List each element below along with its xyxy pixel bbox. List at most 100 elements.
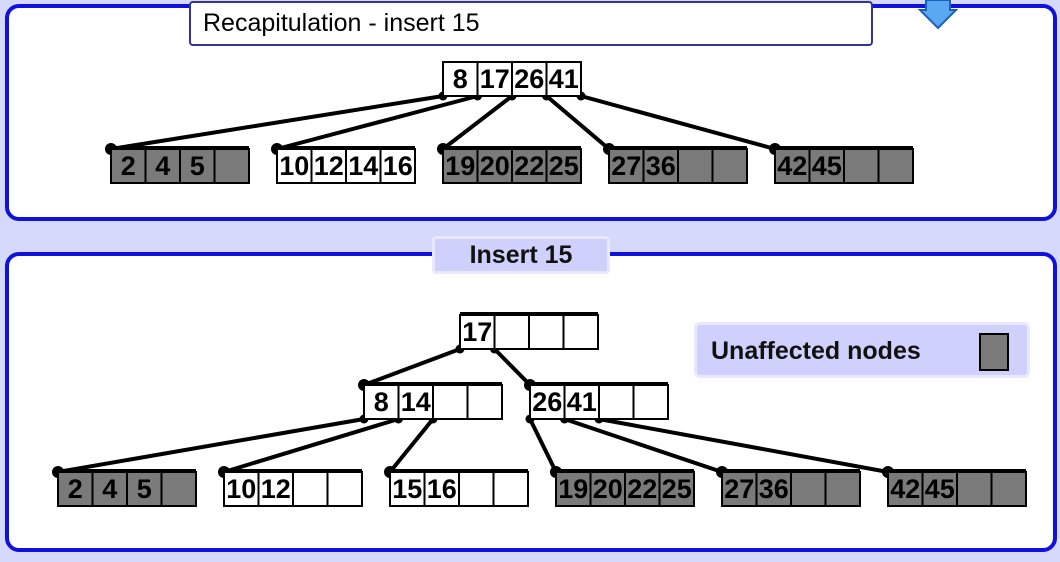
key-label: 19 — [445, 151, 475, 181]
edge — [388, 417, 435, 474]
edge — [363, 347, 461, 387]
key-cell — [57, 471, 94, 507]
key-label: 16 — [383, 151, 413, 181]
key-cell — [276, 148, 313, 184]
edge — [493, 347, 532, 387]
key-cell — [466, 384, 503, 420]
key-cell — [677, 148, 714, 184]
key-label: 10 — [226, 474, 256, 504]
key-label: 45 — [812, 151, 842, 181]
key-label: 10 — [279, 151, 309, 181]
edge — [580, 94, 776, 151]
key-cell — [345, 148, 382, 184]
key-cell — [126, 471, 163, 507]
key-cell — [223, 471, 260, 507]
key-cell — [774, 148, 811, 184]
key-cell — [144, 148, 181, 184]
key-cell — [887, 471, 924, 507]
edge — [110, 94, 444, 151]
key-cell — [91, 471, 128, 507]
key-cell — [511, 148, 548, 184]
key-cell — [563, 384, 600, 420]
key-cell — [711, 148, 748, 184]
key-cell — [598, 384, 635, 420]
key-cell — [459, 314, 496, 350]
key-cell — [877, 148, 914, 184]
key-label: 41 — [549, 64, 579, 94]
key-cell — [492, 471, 529, 507]
key-cell — [990, 471, 1027, 507]
key-label: 4 — [102, 474, 117, 504]
key-cell — [642, 148, 679, 184]
key-cell — [379, 148, 416, 184]
edge — [57, 417, 365, 474]
key-cell — [160, 471, 197, 507]
key-cell — [624, 471, 661, 507]
key-cell — [562, 314, 599, 350]
key-cell — [529, 384, 566, 420]
edge — [223, 417, 400, 474]
key-cell — [458, 471, 495, 507]
key-label: 22 — [514, 151, 544, 181]
edge — [276, 94, 479, 151]
key-cell — [956, 471, 993, 507]
key-label: 14 — [401, 387, 431, 417]
key-label: 16 — [427, 474, 457, 504]
key-cell — [921, 471, 958, 507]
key-cell — [476, 61, 513, 97]
key-label: 2 — [68, 474, 83, 504]
key-cell — [790, 471, 827, 507]
key-label: 26 — [532, 387, 562, 417]
key-cell — [843, 148, 880, 184]
key-label: 17 — [462, 317, 492, 347]
key-cell — [423, 471, 460, 507]
edge — [528, 418, 558, 473]
key-cell — [824, 471, 861, 507]
insert-title: Insert 15 — [432, 236, 610, 274]
key-cell — [432, 384, 469, 420]
key-label: 15 — [392, 474, 422, 504]
key-label: 8 — [453, 64, 468, 94]
key-label: 42 — [777, 151, 807, 181]
key-cell — [545, 148, 582, 184]
key-label: 2 — [121, 151, 136, 181]
key-label: 12 — [314, 151, 344, 181]
key-cell — [110, 148, 147, 184]
key-label: 19 — [558, 474, 588, 504]
key-cell — [545, 61, 582, 97]
key-label: 26 — [514, 64, 544, 94]
key-cell — [292, 471, 329, 507]
key-label: 5 — [137, 474, 152, 504]
legend: Unaffected nodes — [694, 322, 1030, 378]
down-arrow-icon[interactable] — [918, 0, 958, 32]
key-label: 20 — [480, 151, 510, 181]
key-cell — [310, 148, 347, 184]
key-cell — [721, 471, 758, 507]
key-label: 27 — [724, 474, 754, 504]
key-label: 20 — [593, 474, 623, 504]
key-label: 42 — [890, 474, 920, 504]
key-cell — [632, 384, 669, 420]
key-cell — [476, 148, 513, 184]
recap-title: Recapitulation - insert 15 — [189, 1, 873, 46]
key-cell — [326, 471, 363, 507]
edge — [441, 94, 514, 151]
key-cell — [213, 148, 250, 184]
btree-node: 17 — [459, 312, 599, 350]
key-label: 12 — [261, 474, 291, 504]
key-label: 41 — [567, 387, 597, 417]
key-label: 36 — [759, 474, 789, 504]
key-label: 25 — [549, 151, 579, 181]
